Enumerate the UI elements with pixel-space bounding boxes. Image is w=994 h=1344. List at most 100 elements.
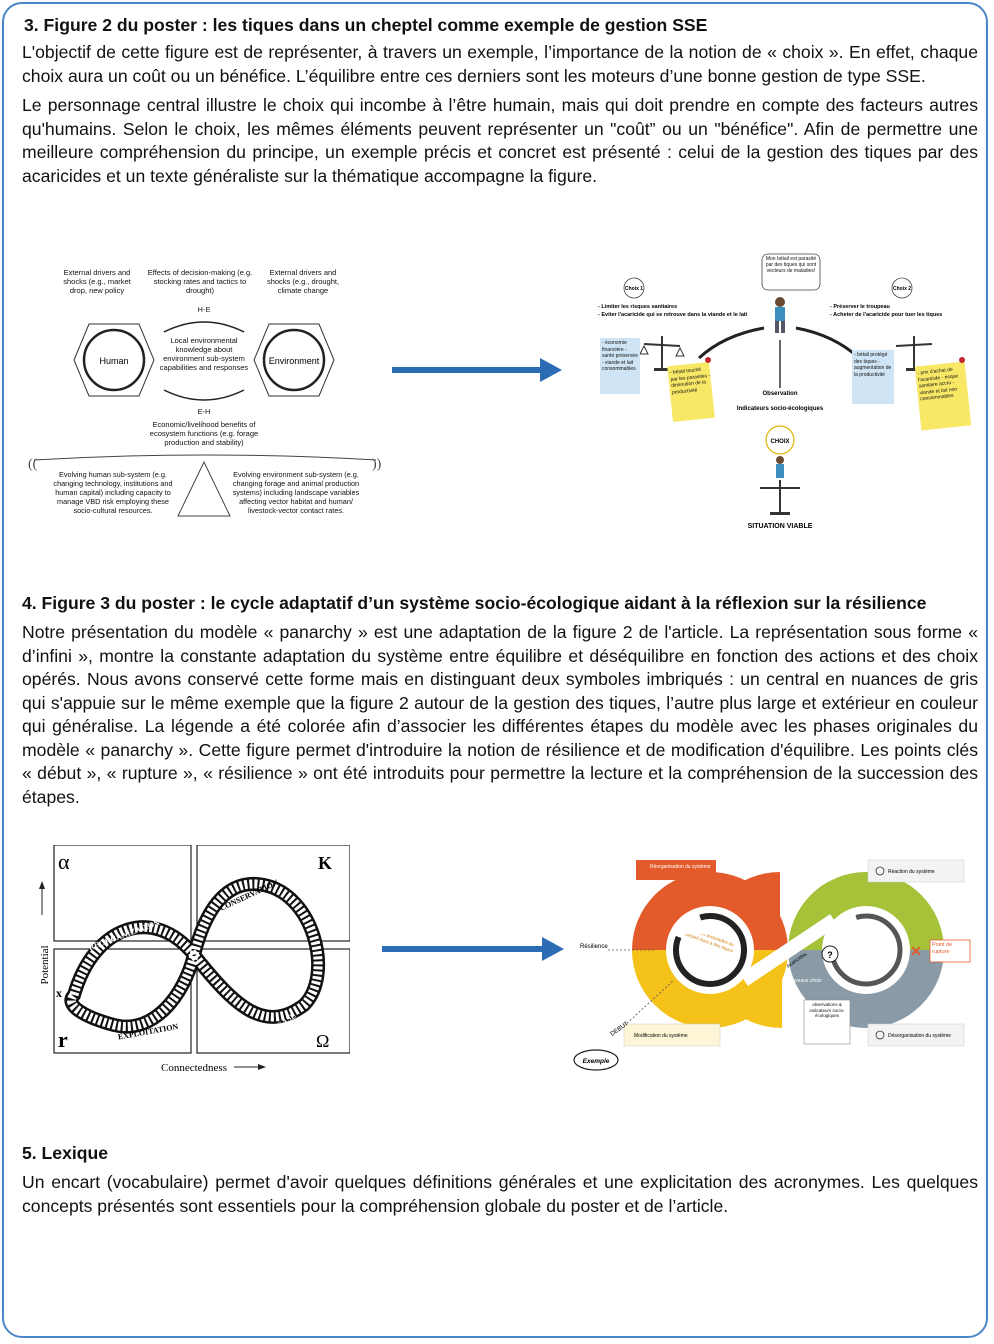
human-hexagon <box>73 323 155 397</box>
exemple-badge <box>573 1049 619 1071</box>
section-4-paragraph-1: Notre présentation du modèle « panarchy … <box>22 622 978 807</box>
right-inner-circle <box>822 906 910 994</box>
desorg-icon <box>875 1030 885 1040</box>
speech-bubble-text: Mon bétail est parasité par des tiques q… <box>765 256 817 274</box>
note-right-blue <box>852 350 894 404</box>
reorganization-label: REORGANIZATION <box>87 918 161 952</box>
figure-2-ticks-illustration: Mon bétail est parasité par des tiques q… <box>598 253 972 530</box>
infinity-band <box>64 876 325 1034</box>
reaction-label-box <box>867 859 965 883</box>
person-body <box>775 307 785 321</box>
section-3-paragraph-1: L'objectif de cette figure est de représ… <box>22 42 978 86</box>
r-label: r <box>58 1027 68 1052</box>
modif-label-box <box>623 1023 721 1047</box>
note-left-blue-text: - économie financière - santé préservée … <box>602 340 638 372</box>
exemple-label: Exemple <box>583 1058 610 1065</box>
right-scale-icon <box>895 336 933 371</box>
economic-benefits-label: Economic/livelihood benefits of ecosyste… <box>149 420 259 447</box>
choix-2-bubble <box>891 277 913 299</box>
figure-2-arrow-head <box>540 358 562 382</box>
reaction-label: Réaction du système <box>888 869 935 875</box>
observations-label: observations & indicateurs socio-écologi… <box>809 1002 845 1018</box>
section-3-title: 3. Figure 2 du poster : les tiques dans … <box>24 15 708 35</box>
situation-viable-label: SITUATION VIABLE <box>748 523 813 530</box>
evolving-human-label: Evolving human sub-system (e.g. changing… <box>53 470 173 515</box>
indicators-label: Indicateurs socio-écologiques <box>737 406 824 412</box>
effects-label: Effects of decision-making (e.g. stockin… <box>147 268 253 295</box>
speech-bubble <box>761 253 821 291</box>
human-cycle-circle <box>82 328 146 392</box>
x-label: x <box>56 986 62 1000</box>
note-right-yellow-text: - prix d'achat de l'acaricide - risque s… <box>917 366 959 403</box>
environment-cycle-circle <box>262 328 326 392</box>
figure-3-adaptive-cycle: Maladies vectorielles du cheptel dues à … <box>573 859 971 1071</box>
maladies-label: Maladies vectorielles du cheptel dues à … <box>684 934 735 953</box>
left-curve-arrow <box>697 326 765 360</box>
note-left-blue <box>600 338 640 394</box>
section-5: 5. Lexique Un encart (vocabulaire) perme… <box>22 1142 978 1224</box>
section-4: 4. Figure 3 du poster : le cycle adaptat… <box>22 592 978 815</box>
right-curve-arrow <box>795 326 861 360</box>
section-3-paragraph-2: Le personnage central illustre le choix … <box>22 95 978 186</box>
point-rupture-label: Point de rupture <box>932 942 953 955</box>
modif-label: Modification du système <box>634 1033 688 1039</box>
baseline-curve <box>33 454 377 461</box>
environment-label: Environment <box>269 356 320 366</box>
reorg-label-box <box>636 860 716 880</box>
external-drivers-left-label: External drivers and shocks (e.g., marke… <box>63 268 131 295</box>
choix-burst <box>765 425 795 455</box>
local-knowledge-label: Local environmental knowledge about envi… <box>159 336 249 372</box>
eh-label: E-H <box>198 407 211 416</box>
triangle-shape <box>177 460 231 517</box>
figure-3-arrow-head <box>542 937 564 961</box>
section-5-title: 5. Lexique <box>22 1143 109 1163</box>
rupture-x-icon: ✕ <box>910 943 922 959</box>
pin-left-icon <box>705 357 711 363</box>
left-list-item-1: - Limiter les risques sanitaires <box>598 304 677 310</box>
choix-1-bubble <box>623 277 645 299</box>
note-left-yellow <box>667 361 715 423</box>
section-5-paragraph-1: Un encart (vocabulaire) permet d'avoir q… <box>22 1172 978 1216</box>
resilience-label: Résilience <box>580 944 608 950</box>
svg-text:?: ? <box>827 950 833 960</box>
choix-2-label: Choix 2 <box>893 286 911 292</box>
center-scale-icon <box>760 480 800 515</box>
human-label: Human <box>99 356 128 366</box>
figure-2-ses-diagram: External drivers and shocks (e.g., marke… <box>28 268 382 517</box>
choix-label: CHOIX <box>770 439 789 445</box>
potential-axis-label: Potential <box>39 945 51 984</box>
left-list-item-2: - Eviter l'acaricide qui se retrouve dan… <box>598 312 747 318</box>
evolving-environment-label: Evolving environment sub-system (e.g. ch… <box>232 470 360 515</box>
omega-label: Ω <box>316 1031 329 1051</box>
reaction-icon <box>875 866 885 876</box>
svg-text:((: (( <box>28 457 38 472</box>
note-left-yellow-text: - bétail touché par les parasites - dimi… <box>669 366 711 396</box>
connectedness-axis-label: Connectedness <box>161 1062 227 1074</box>
environment-hexagon <box>253 323 335 397</box>
section-3: 3. Figure 2 du poster : les tiques dans … <box>22 14 978 194</box>
right-list-item-2: - Acheter de l'acaricide pour tuer les t… <box>830 312 942 318</box>
nouveaux-choix-label: Nouveaux choix <box>786 978 822 984</box>
desorg-label-box <box>867 1023 965 1047</box>
eh-arrow <box>163 389 245 401</box>
person-head <box>775 297 785 307</box>
svg-text:)): )) <box>372 457 382 472</box>
he-label: H-E <box>198 305 211 314</box>
pin-right-icon <box>959 357 965 363</box>
section-4-title: 4. Figure 3 du poster : le cycle adaptat… <box>22 593 927 613</box>
desorg-label: Désorganisation du système <box>888 1033 951 1039</box>
reorg-label: Réorganisation du système <box>650 864 711 870</box>
left-scale-icon <box>639 336 685 371</box>
he-arrow <box>163 321 245 333</box>
right-list-item-1: - Préserver le troupeau <box>830 304 890 310</box>
left-grey-cycle <box>673 913 747 987</box>
alpha-label: α <box>58 849 70 874</box>
center-crossing <box>740 914 838 986</box>
figure-3-panarchy-diagram: α K r Ω Potential Connectedness REORGANI… <box>39 845 350 1074</box>
note-right-yellow <box>914 361 972 431</box>
observations-box <box>803 999 851 1045</box>
choix-1-label: Choix 1 <box>625 286 643 292</box>
observation-label: Observation <box>762 391 797 397</box>
rupture-box <box>929 939 971 963</box>
